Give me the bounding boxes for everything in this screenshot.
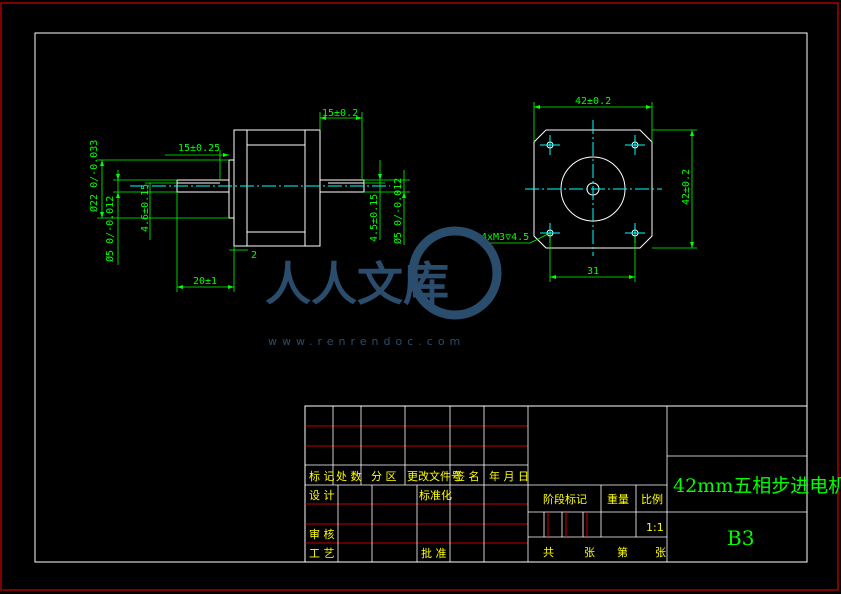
dim-20-1: 20±1 bbox=[193, 276, 217, 287]
dim-4.5: 4.5±0.15 bbox=[369, 194, 380, 242]
watermark-url: www.renrendoc.com bbox=[268, 335, 465, 348]
dim-height-42: 42±0.2 bbox=[681, 169, 692, 205]
label-approve: 批 准 bbox=[421, 546, 447, 560]
label-mark: 标 记 bbox=[309, 469, 335, 483]
watermark-text: 人人文库 bbox=[265, 257, 449, 311]
label-process: 工 艺 bbox=[309, 547, 335, 560]
label-ratio: 比例 bbox=[641, 492, 663, 506]
dim-4.6: 4.6±0.15 bbox=[140, 184, 151, 232]
dim-phi5-right: Ø5 0/-0.012 bbox=[392, 178, 404, 244]
label-sheets2: 张 bbox=[655, 546, 666, 559]
label-stage-mark: 阶段标记 bbox=[543, 492, 587, 506]
watermark-ring bbox=[408, 226, 502, 320]
label-sheets: 张 bbox=[584, 546, 595, 559]
dim-width-42: 42±0.2 bbox=[575, 96, 611, 107]
sheet-code: B3 bbox=[727, 526, 754, 550]
label-sign: 签 名 bbox=[454, 469, 480, 483]
dim-phi22: Ø22 0/-0.033 bbox=[88, 140, 100, 212]
title-block: 标 记 处 数 分 区 更改文件号 签 名 年 月 日 设 计 标准化 审 核 … bbox=[304, 405, 841, 563]
front-boss bbox=[228, 159, 235, 219]
label-date: 年 月 日 bbox=[489, 469, 529, 483]
flange-outline bbox=[533, 129, 653, 249]
dim-holes: 4xM3▽4.5 bbox=[481, 232, 529, 243]
dim-2: 2 bbox=[251, 250, 257, 261]
dim-spacing-31: 31 bbox=[587, 266, 599, 277]
watermark: 人人文库 www.renrendoc.com bbox=[265, 226, 502, 348]
side-view: 15±0.2 15±0.25 Ø22 0/-0.033 Ø5 0/-0.012 … bbox=[88, 108, 410, 292]
label-change-doc: 更改文件号 bbox=[407, 469, 462, 483]
label-zone: 分 区 bbox=[371, 470, 397, 483]
drawing-title: 42mm五相步进电机 bbox=[673, 475, 841, 497]
label-standard: 标准化 bbox=[419, 488, 452, 502]
label-sheet-no: 第 bbox=[617, 545, 628, 559]
dim-15-0.2: 15±0.2 bbox=[322, 108, 358, 119]
front-view: 42±0.2 42±0.2 4xM3▽4.5 31 bbox=[480, 96, 697, 282]
label-total: 共 bbox=[543, 546, 554, 559]
label-review: 审 核 bbox=[309, 527, 335, 541]
dim-phi5-left: Ø5 0/-0.012 bbox=[104, 196, 116, 262]
label-weight: 重量 bbox=[607, 492, 629, 506]
label-design: 设 计 bbox=[309, 489, 335, 502]
dim-15-0.25: 15±0.25 bbox=[178, 143, 220, 154]
scale-value: 1:1 bbox=[646, 521, 664, 534]
label-count: 处 数 bbox=[336, 470, 362, 483]
